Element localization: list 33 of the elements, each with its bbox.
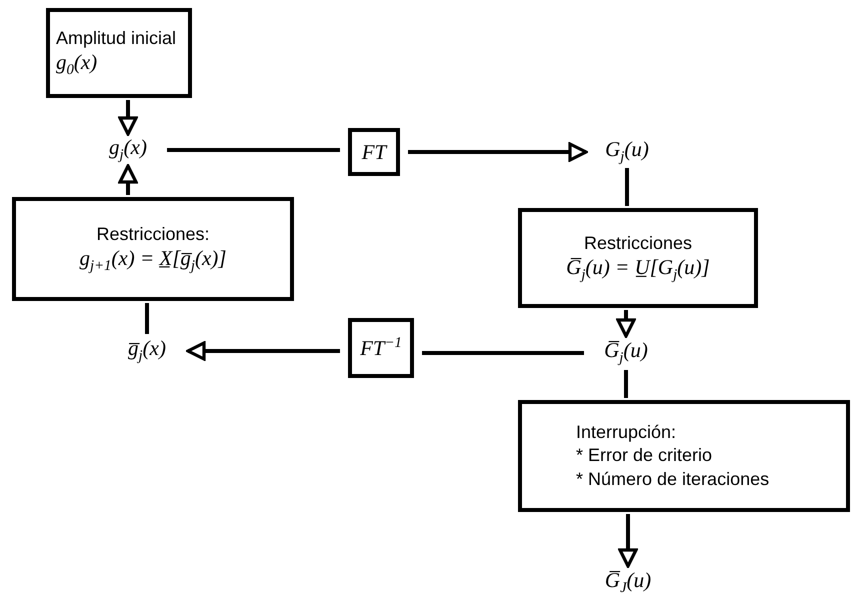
math-expression: FT	[362, 140, 386, 164]
arrow	[118, 100, 138, 136]
math-expression: g$_{0}$(x)	[56, 50, 98, 80]
arrow	[408, 142, 588, 162]
box-text: * Error de criterio	[576, 444, 712, 468]
arrow	[618, 514, 638, 568]
arrow	[186, 341, 340, 361]
math-expression: g$_{j}$(x)	[109, 135, 147, 165]
process-box	[46, 8, 192, 98]
math-expression: g̅$_{j}$(x)	[128, 336, 166, 366]
box-text: Restricciones:	[96, 222, 210, 246]
process-box	[518, 208, 758, 308]
math-expression: G$_{j}$(u)	[605, 137, 649, 167]
box-text: Restricciones	[584, 232, 692, 255]
connector-line	[625, 168, 629, 206]
math-expression: FT$^{−1}$	[360, 335, 402, 361]
math-expression: G̅$_{J}$(u)	[604, 568, 652, 598]
arrow	[118, 164, 138, 195]
box-text: * Número de iteraciones	[576, 468, 770, 491]
math-expression: G̅$_{j}$(u)	[604, 338, 648, 368]
connector-line	[167, 148, 340, 152]
box-text: Amplitud inicial	[56, 26, 176, 50]
math-expression: G̅$_{j}$(u) = U̲[G$_{j}$(u)]	[566, 255, 710, 284]
connector-line	[624, 370, 628, 398]
process-box	[348, 318, 414, 378]
process-box	[12, 197, 294, 301]
box-text: Interrupción:	[576, 420, 676, 444]
math-expression: g$_{j+1}$(x) = X̲[g̅$_{j}$(x)]	[80, 246, 226, 276]
connector-line	[422, 351, 584, 355]
process-box	[348, 128, 400, 176]
arrow	[616, 310, 636, 338]
process-box	[518, 400, 850, 512]
connector-line	[145, 303, 149, 334]
